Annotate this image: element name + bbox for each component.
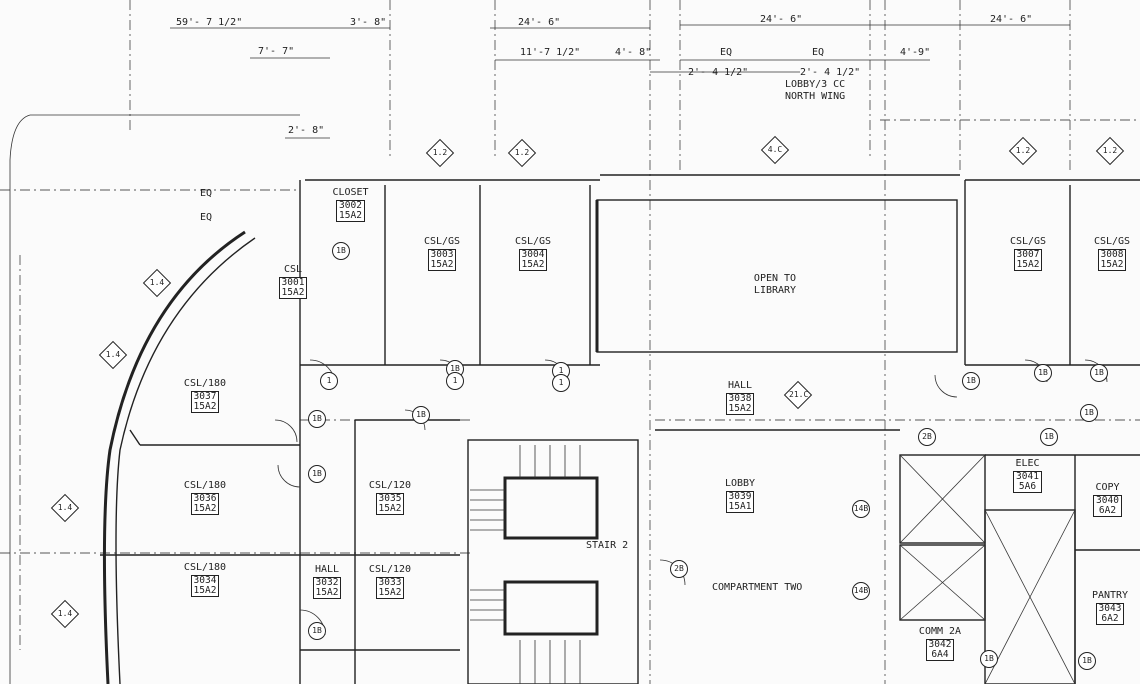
door-tag: 1B xyxy=(308,410,326,428)
wall-tag-label: EQ xyxy=(200,212,213,223)
note-label: LOBBY/3 CC xyxy=(785,79,846,90)
door-tag: 1B xyxy=(962,372,980,390)
dimension-label: 24'- 6" xyxy=(518,17,561,28)
room-label-stair: STAIR 2 xyxy=(586,540,629,551)
dimension-label: 3'- 8" xyxy=(350,17,387,28)
dimension-label: 2'- 4 1/2" xyxy=(800,67,861,78)
door-tag: 1B xyxy=(308,465,326,483)
door-tag: 1B xyxy=(1080,404,1098,422)
door-tag: 14B xyxy=(852,500,870,518)
door-tag: 14B xyxy=(852,582,870,600)
dimension-label: 4'- 8" xyxy=(615,47,652,58)
shaft-marks xyxy=(899,454,1076,684)
dimension-label: 11'-7 1/2" xyxy=(520,47,581,58)
dimension-lines xyxy=(170,24,1070,139)
room-label-compartment: COMPARTMENT TWO xyxy=(712,582,803,593)
door-tag: 2B xyxy=(670,560,688,578)
door-tag: 1B xyxy=(1090,364,1108,382)
dimension-label: 7'- 7" xyxy=(258,46,295,57)
door-tag: 1B xyxy=(308,622,326,640)
door-tag: 1B xyxy=(1034,364,1052,382)
dimension-label: 4'-9" xyxy=(900,47,931,58)
dimension-label: 2'- 4 1/2" xyxy=(688,67,749,78)
door-tag: 2B xyxy=(918,428,936,446)
note-label: NORTH WING xyxy=(785,91,846,102)
door-tag: 1B xyxy=(980,650,998,668)
dimension-label: 24'- 6" xyxy=(760,14,803,25)
stair-treads xyxy=(470,445,581,684)
dimension-label: 24'- 6" xyxy=(990,14,1033,25)
wall-tag-label: EQ xyxy=(200,188,213,199)
door-tag: 1B xyxy=(412,406,430,424)
door-tag: 1 xyxy=(552,374,570,392)
walls xyxy=(100,174,1140,684)
dimension-label: 2'- 8" xyxy=(288,125,325,136)
curved-exterior-wall xyxy=(9,114,300,684)
door-tag: 1 xyxy=(446,372,464,390)
door-tag: 1 xyxy=(320,372,338,390)
dimension-label: 59'- 7 1/2" xyxy=(176,17,243,28)
dimension-label: EQ xyxy=(720,47,733,58)
door-tag: 1B xyxy=(332,242,350,260)
door-tag: 1B xyxy=(1078,652,1096,670)
dimension-label: EQ xyxy=(812,47,825,58)
door-tag: 1B xyxy=(1040,428,1058,446)
